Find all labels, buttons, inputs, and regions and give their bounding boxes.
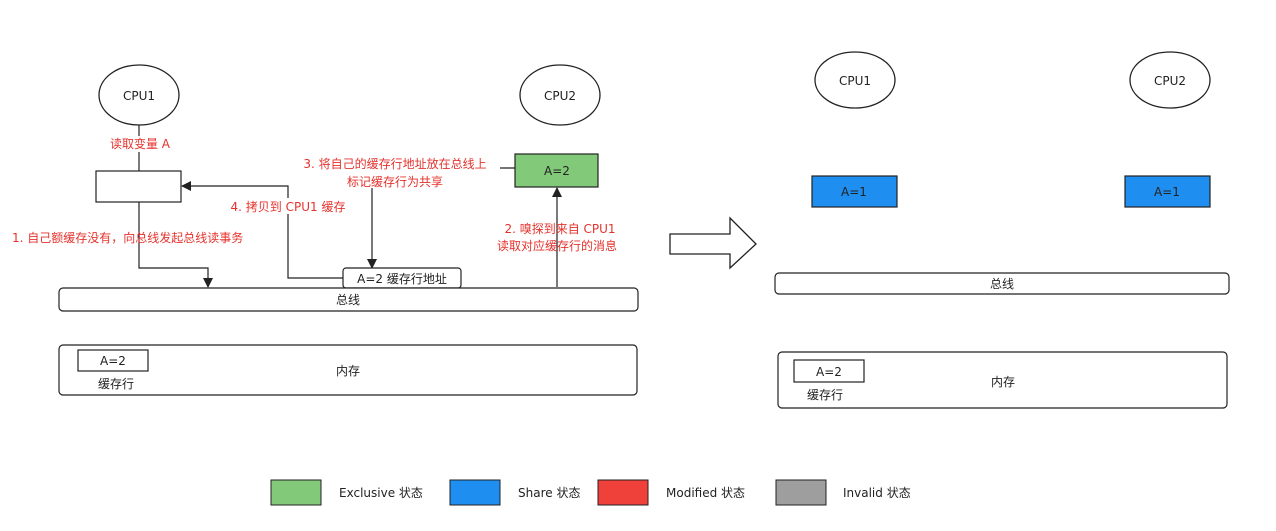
right-bus: [774, 272, 1230, 295]
left-panel: CPU1 CPU2 读取变量 A A=2 1. 自己额缓存没有，向总线发起总线读…: [12, 64, 639, 396]
step3-text-line1: 3. 将自己的缓存行地址放在总线上: [303, 156, 486, 171]
right-cpu2-cache: [1124, 175, 1211, 208]
left-cpu2-label: CPU2: [544, 89, 576, 103]
right-cpu2-node: [1129, 51, 1211, 109]
step4-text: 4. 拷贝到 CPU1 缓存: [231, 199, 346, 214]
legend-label-exclusive: Exclusive 状态: [339, 486, 423, 500]
left-bus-label: 总线: [336, 293, 360, 307]
left-memory: [58, 344, 638, 396]
right-memory: [777, 351, 1228, 409]
left-mem-cache-value: A=2: [100, 354, 126, 368]
right-bus-label: 总线: [990, 277, 1014, 291]
right-cpu2-label: CPU2: [1154, 74, 1186, 88]
right-mem-cache-value: A=2: [816, 365, 842, 379]
bus-address-label: A=2 缓存行地址: [357, 272, 447, 286]
right-mem-cache: [793, 359, 865, 383]
right-cpu1-node: [814, 51, 896, 109]
left-mem-cache-label: 缓存行: [98, 377, 134, 391]
transition-arrow-icon: [669, 216, 757, 270]
legend-label-invalid: Invalid 状态: [843, 486, 911, 500]
left-cpu2-cache-label: A=2: [544, 164, 570, 178]
read-var-label: 读取变量 A: [110, 136, 171, 151]
left-bus: [58, 287, 639, 312]
legend-swatch-share: [449, 479, 501, 506]
right-cpu1-cache-label: A=1: [841, 185, 867, 199]
legend-label-modified: Modified 状态: [666, 486, 745, 500]
step1-text: 1. 自己额缓存没有，向总线发起总线读事务: [12, 230, 243, 245]
legend-label-share: Share 状态: [518, 486, 580, 500]
right-cpu2-cache-label: A=1: [1154, 185, 1180, 199]
right-cpu1-cache: [811, 175, 898, 208]
legend-swatch-modified: [597, 479, 649, 506]
legend: Exclusive 状态 Share 状态 Modified 状态 Invali…: [270, 479, 911, 506]
left-cpu2-node: [519, 64, 601, 126]
left-memory-label: 内存: [336, 364, 360, 378]
step2-text-line1: 2. 嗅探到来自 CPU1: [504, 222, 615, 236]
legend-swatch-exclusive: [270, 479, 322, 506]
right-panel: CPU1 CPU2 A=1 A=1 总线 内存 A=2 缓存行: [774, 51, 1230, 409]
left-mem-cache: [77, 349, 149, 372]
right-mem-cache-label: 缓存行: [807, 388, 843, 402]
legend-swatch-invalid: [775, 479, 827, 506]
step3-text-line2: 标记缓存行为共享: [347, 174, 443, 189]
left-cpu1-label: CPU1: [123, 89, 155, 103]
right-cpu1-label: CPU1: [839, 74, 871, 88]
left-cpu1-cache: [95, 170, 182, 203]
right-memory-label: 内存: [991, 375, 1015, 389]
step2-text-line2: 读取对应缓存行的消息: [497, 238, 617, 253]
